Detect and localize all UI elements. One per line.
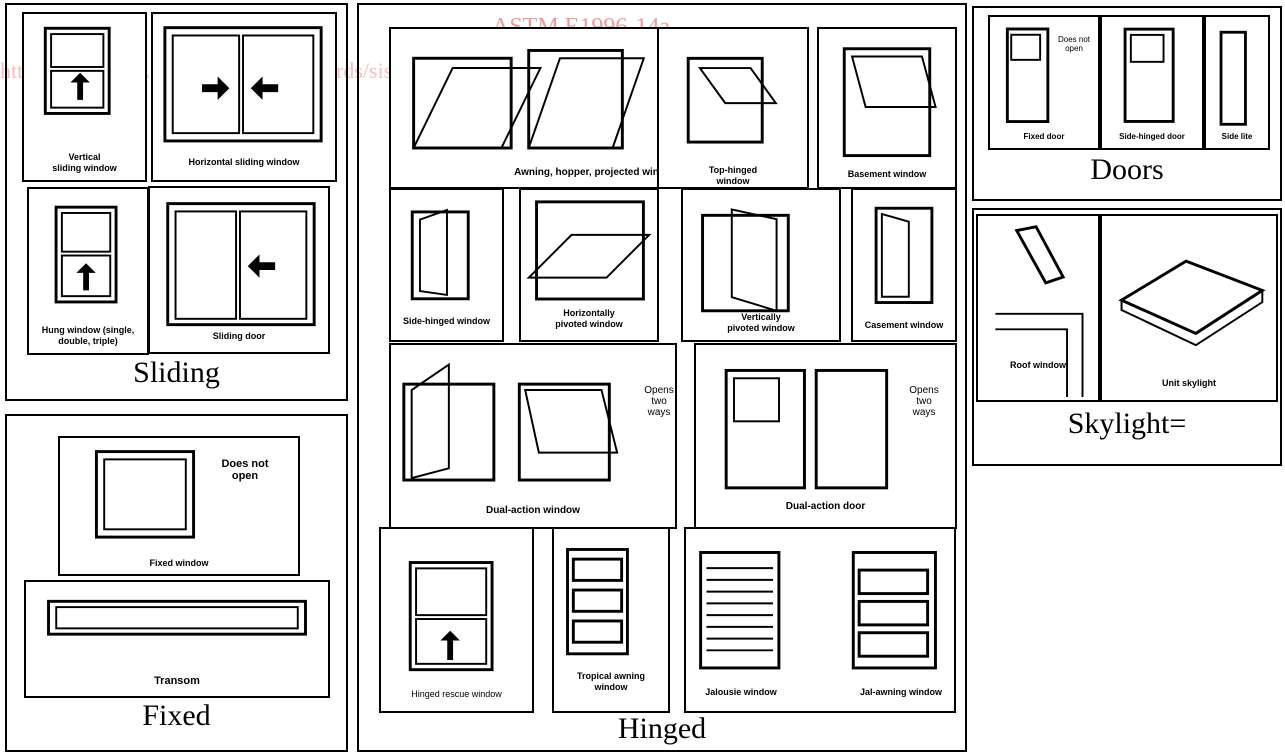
basement-window-icon (819, 29, 955, 187)
vertical-sliding-caption: Vertical sliding window (24, 152, 145, 174)
dual-action-door-panel: Opens two ways Dual-action door (694, 343, 957, 529)
transom-caption: Transom (26, 676, 328, 687)
tropical-awning-window-panel: Tropical awning window (552, 527, 670, 713)
tropical-awning-caption: Tropical awning window (554, 671, 668, 693)
transom-panel: Transom (24, 580, 330, 698)
jal-awning-caption: Jal-awning window (846, 687, 956, 698)
basement-window-caption: Basement window (819, 169, 955, 180)
hung-window-panel: Hung window (single, double, triple) (27, 187, 149, 355)
fixed-window-note: Does not open (210, 458, 280, 482)
sliding-door-icon (150, 188, 328, 352)
unit-skylight-icon (1102, 216, 1276, 400)
dual-action-window-icon (391, 345, 675, 527)
vertically-pivoted-caption: Vertically pivoted window (683, 312, 839, 334)
dual-action-window-panel: Opens two ways Dual-action window (389, 343, 677, 529)
sliding-door-caption: Sliding door (150, 331, 328, 342)
fixed-door-panel: Does not open Fixed door (988, 15, 1100, 150)
horizontal-sliding-caption: Horizontal sliding window (153, 157, 335, 168)
skylight-group: Roof window Unit skylight Skylight= (972, 208, 1282, 466)
vertically-pivoted-window-panel: Vertically pivoted window (681, 188, 841, 342)
skylight-title: Skylight= (974, 408, 1280, 440)
side-hinged-door-icon (1102, 17, 1202, 148)
fixed-window-caption: Fixed window (60, 558, 298, 569)
horizontal-sliding-window-icon (153, 14, 335, 180)
jalousie-window-icon (686, 529, 954, 711)
top-hinged-window-caption: Top-hinged window (659, 165, 807, 187)
roof-window-caption: Roof window (978, 360, 1098, 371)
casement-window-panel: Casement window (851, 188, 957, 342)
fixed-door-caption: Fixed door (990, 131, 1098, 142)
roof-window-panel: Roof window (976, 214, 1100, 402)
hinged-rescue-window-icon (381, 529, 532, 711)
sliding-group: Vertical sliding window Horizontal slidi… (5, 3, 348, 401)
hinged-rescue-caption: Hinged rescue window (381, 689, 532, 700)
horizontal-sliding-window-panel: Horizontal sliding window (151, 12, 337, 182)
sliding-door-panel: Sliding door (148, 186, 330, 354)
jalousie-caption: Jalousie window (686, 687, 796, 698)
dual-action-window-caption: Dual-action window (391, 505, 675, 516)
unit-skylight-caption: Unit skylight (1102, 378, 1276, 389)
fixed-window-panel: Does not open Fixed window (58, 436, 300, 576)
side-hinged-window-caption: Side-hinged window (391, 316, 502, 327)
vertical-sliding-window-panel: Vertical sliding window (22, 12, 147, 182)
side-hinged-window-panel: Side-hinged window (389, 188, 504, 342)
dual-action-door-icon (696, 345, 955, 527)
fixed-door-note: Does not open (1054, 35, 1094, 53)
fixed-title: Fixed (7, 700, 346, 732)
roof-window-icon (978, 216, 1098, 400)
casement-window-icon (853, 190, 955, 340)
side-lite-caption: Side lite (1206, 131, 1268, 142)
doors-group: Does not open Fixed door Side-hinged doo… (972, 6, 1282, 201)
side-lite-panel: Side lite (1204, 15, 1270, 150)
casement-window-caption: Casement window (853, 320, 955, 331)
unit-skylight-panel: Unit skylight (1100, 214, 1278, 402)
hung-window-caption: Hung window (single, double, triple) (29, 325, 147, 347)
hinged-title: Hinged (359, 713, 965, 745)
top-hinged-window-panel: Top-hinged window (657, 27, 809, 189)
side-hinged-door-caption: Side-hinged door (1102, 131, 1202, 142)
dual-action-door-caption: Dual-action door (696, 501, 955, 512)
doors-title: Doors (974, 154, 1280, 186)
fixed-group: Does not open Fixed window Transom Fixed (5, 414, 348, 752)
dual-door-note: Opens two ways (904, 385, 944, 418)
sliding-title: Sliding (7, 357, 346, 389)
hinged-group: Awning, hopper, projected window Top-hin… (357, 3, 967, 752)
side-lite-icon (1206, 17, 1268, 148)
top-hinged-window-icon (659, 29, 807, 187)
basement-window-panel: Basement window (817, 27, 957, 189)
horizontally-pivoted-caption: Horizontally pivoted window (521, 308, 657, 330)
side-hinged-door-panel: Side-hinged door (1100, 15, 1204, 150)
jalousie-window-panel: Jalousie window Jal-awning window (684, 527, 956, 713)
hinged-rescue-window-panel: Hinged rescue window (379, 527, 534, 713)
horizontally-pivoted-window-panel: Horizontally pivoted window (519, 188, 659, 342)
dual-window-note: Opens two ways (639, 385, 677, 418)
